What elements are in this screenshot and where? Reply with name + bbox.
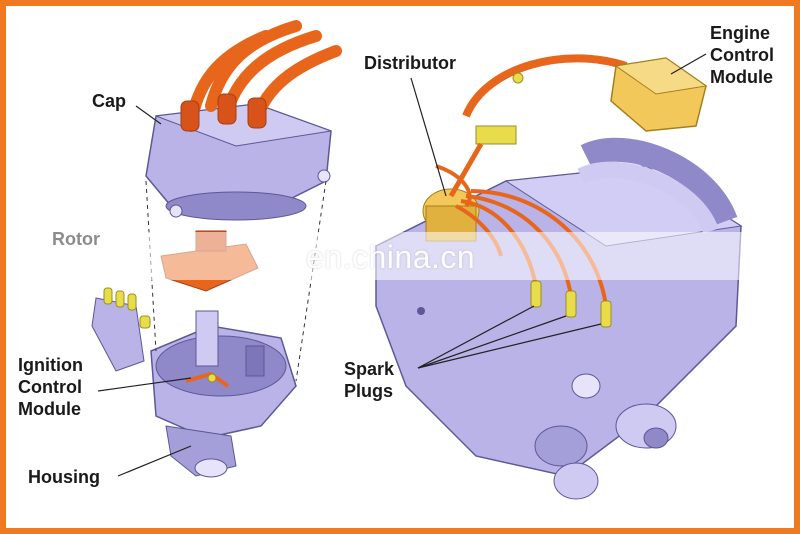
label-rotor: Rotor bbox=[52, 229, 100, 249]
label-distributor: Distributor bbox=[364, 53, 456, 73]
assembly-guide-lines bbox=[145, 180, 327, 382]
cap-wire-boots bbox=[180, 93, 267, 132]
diagram-canvas: en.china.cn Cap Rotor Ignition Control M… bbox=[6, 6, 794, 528]
spark-plugs bbox=[530, 280, 612, 328]
label-engine-control-module: Engine Control Module bbox=[710, 23, 774, 87]
watermark-text: en.china.cn bbox=[306, 239, 476, 275]
label-cap: Cap bbox=[92, 91, 127, 111]
label-spark-plugs: Spark Plugs bbox=[344, 359, 395, 401]
ignition-control-module-part bbox=[91, 287, 151, 372]
left-leader-lines bbox=[97, 105, 192, 477]
label-ignition-control-module: Ignition Control Module bbox=[18, 355, 83, 419]
label-housing: Housing bbox=[28, 467, 100, 487]
ecm-harness bbox=[448, 54, 628, 198]
distributor-cap bbox=[145, 103, 332, 221]
watermark-band bbox=[6, 232, 794, 280]
right-leader-lines bbox=[410, 53, 707, 369]
engine-control-module-part bbox=[610, 57, 708, 132]
distributor-housing bbox=[150, 310, 297, 478]
